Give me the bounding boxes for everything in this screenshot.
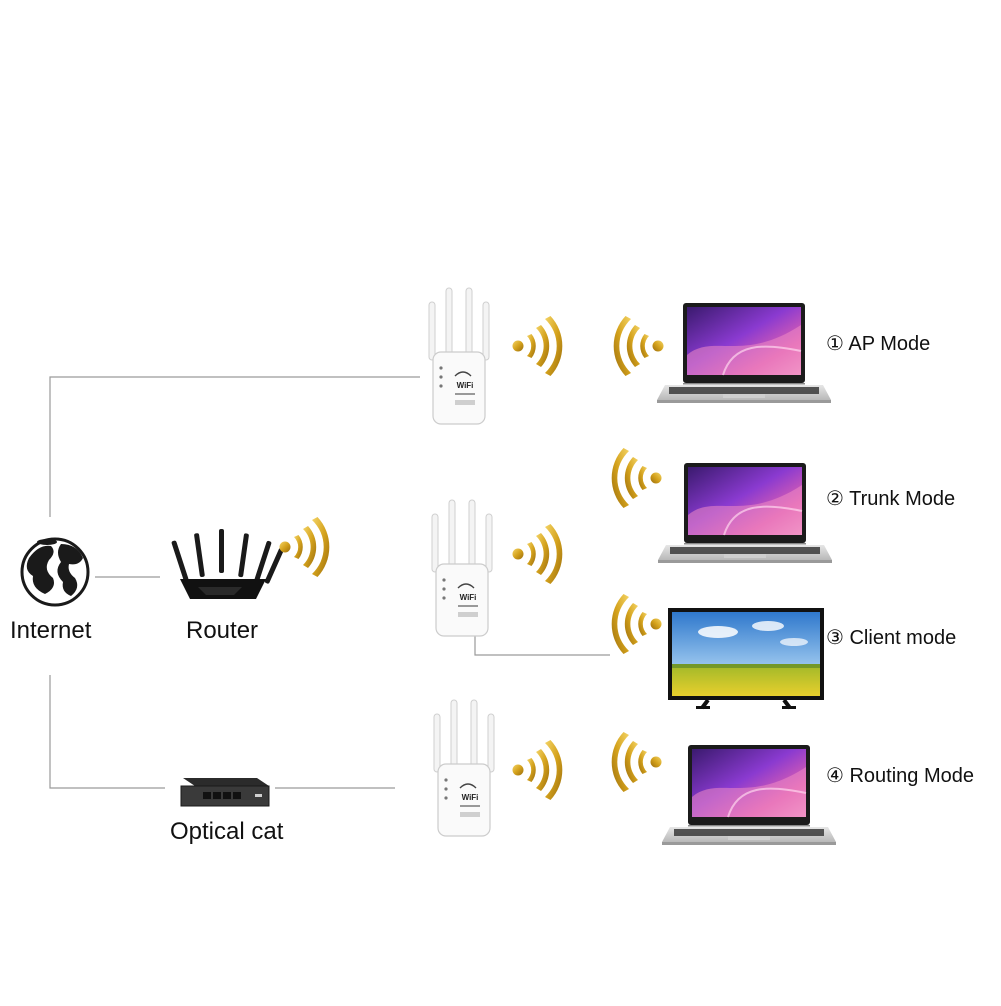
router-label: Router (186, 617, 259, 644)
client-mode-label: ③ Client mode (826, 627, 957, 649)
tv-client-mode (668, 608, 824, 710)
line-internet-to-optical-cat (49, 675, 165, 789)
laptop-routing-wifi-signal-icon (611, 732, 662, 792)
internet-label: Internet (10, 617, 92, 644)
router-wifi-signal-icon (279, 517, 330, 577)
line-internet-to-ap-repeater (49, 376, 420, 517)
repeater-trunk-wifi-signal-icon (512, 524, 563, 584)
repeater-trunk-client-mode (431, 499, 493, 637)
connection-lines (49, 376, 610, 789)
laptop-routing-mode (661, 744, 837, 846)
line-repeater-to-tv (474, 635, 610, 656)
optical-cat-label: Optical cat (170, 818, 284, 845)
internet-globe-icon (20, 537, 90, 607)
repeater-ap-wifi-signal-icon (512, 316, 563, 376)
repeater-routing-mode (433, 699, 495, 837)
repeater-ap-mode (428, 287, 490, 425)
tv-client-wifi-signal-icon (611, 594, 662, 654)
optical-cat-icon (180, 778, 270, 807)
laptop-ap-mode (656, 302, 832, 404)
ap-mode-label: ① AP Mode (826, 333, 931, 355)
trunk-mode-label: ② Trunk Mode (826, 488, 956, 510)
repeater-routing-wifi-signal-icon (512, 740, 563, 800)
router-icon (171, 529, 284, 599)
laptop-ap-wifi-signal-icon (613, 316, 664, 376)
laptop-trunk-wifi-signal-icon (611, 448, 662, 508)
routing-mode-label: ④ Routing Mode (826, 765, 975, 787)
laptop-trunk-mode (657, 462, 833, 564)
